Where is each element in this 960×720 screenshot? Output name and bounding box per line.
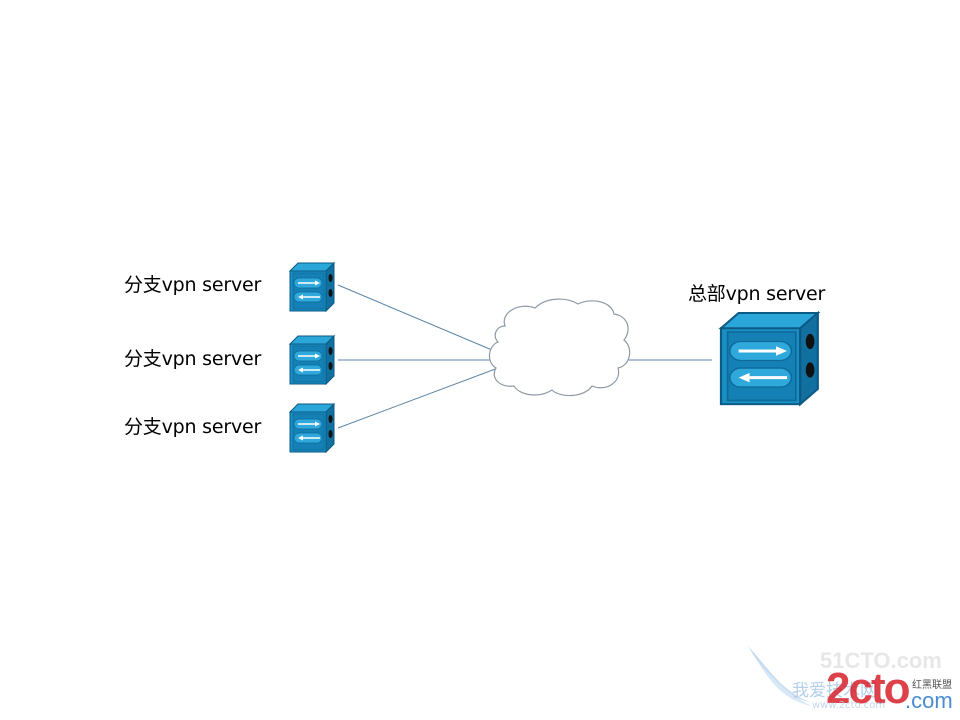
watermark-left: 我爱技术网 <box>792 681 877 701</box>
branch-label-3: 分支vpn server <box>124 416 262 438</box>
hq-label: 总部vpn server <box>688 283 826 305</box>
watermark-suffix: .com <box>905 688 953 713</box>
watermark-tag: 红黑联盟 <box>912 680 952 691</box>
branch-server-icon <box>289 262 335 312</box>
branch-label-2: 分支vpn server <box>124 348 262 370</box>
edge-branch-1-cloud <box>337 284 493 351</box>
branch-label-1: 分支vpn server <box>124 274 262 296</box>
watermark-url: www.2cto.com <box>812 700 886 711</box>
watermark-brand: 2cto <box>826 664 910 713</box>
hq-server-icon <box>719 311 820 406</box>
internet-cloud-icon <box>488 298 631 397</box>
edge-branch-3-cloud <box>337 367 499 429</box>
branch-server-icon <box>289 335 335 385</box>
watermark-top: 51CTO.com <box>820 648 942 673</box>
branch-server-icon <box>289 403 335 453</box>
